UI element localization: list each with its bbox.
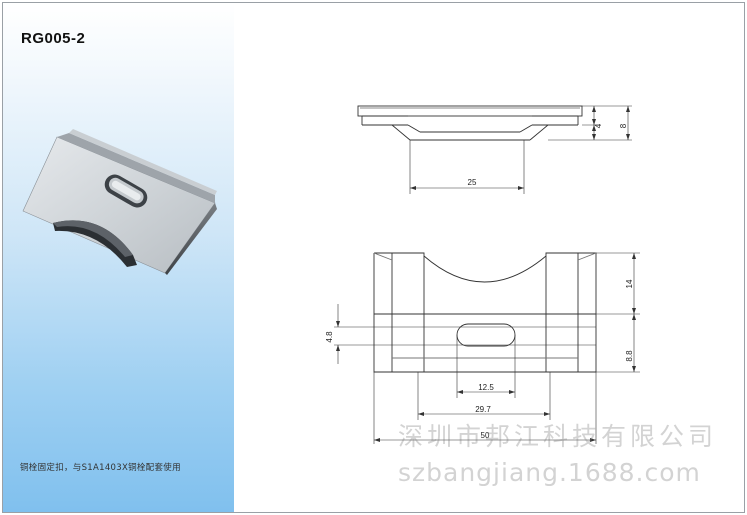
dim-slot-height: 4.8	[325, 331, 334, 343]
dim-top-cut-depth: 14	[625, 279, 634, 288]
dim-side-slot-width: 25	[468, 178, 477, 187]
front-view	[334, 252, 640, 444]
model-number: RG005-2	[21, 30, 86, 47]
technical-drawing: 4 8 25 14 4.8 8.8 12.5 29.7 50	[325, 105, 640, 444]
dim-side-top-thickness: 4	[594, 123, 603, 128]
side-view	[357, 105, 632, 194]
dim-lower-depth: 8.8	[625, 350, 634, 362]
dim-side-total-height: 8	[619, 123, 628, 128]
product-info-panel: RG005-2 铜栓固定扣，与S1A1403X铜栓配套使用	[3, 3, 234, 512]
dim-inner-width: 29.7	[475, 405, 491, 414]
dimension-arrows	[336, 106, 636, 442]
product-render-illustration	[22, 129, 217, 275]
product-description: 铜栓固定扣，与S1A1403X铜栓配套使用	[20, 463, 181, 473]
dim-slot-width: 12.5	[478, 383, 494, 392]
dim-overall-width: 50	[481, 431, 490, 440]
